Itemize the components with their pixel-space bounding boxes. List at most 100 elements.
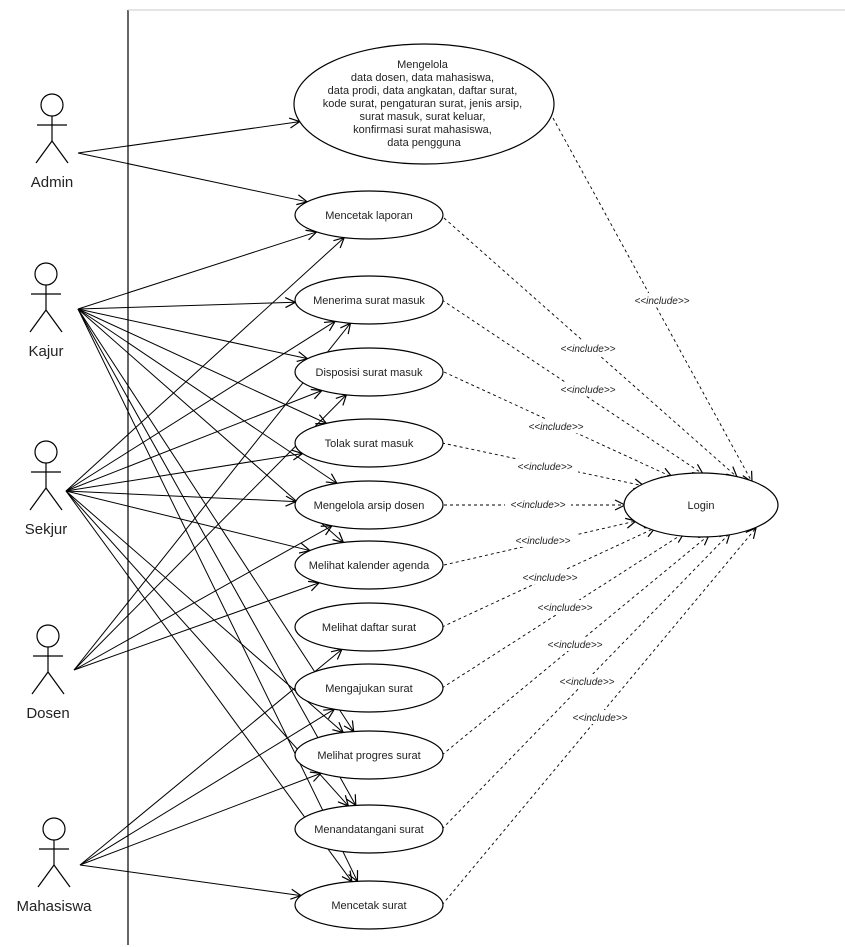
association-line bbox=[79, 709, 334, 866]
association-line bbox=[65, 490, 296, 502]
use-case-mengelola-data[interactable]: Mengelola data dosen, data mahasiswa, da… bbox=[293, 43, 555, 165]
association-line bbox=[77, 308, 337, 483]
use-case-label: Melihat progres surat bbox=[317, 750, 420, 762]
association-line bbox=[77, 308, 356, 805]
actor-label: Mahasiswa bbox=[16, 898, 92, 915]
use-case-tolak-surat-masuk[interactable]: Tolak surat masuk bbox=[294, 418, 444, 468]
actor-dosen[interactable]: Dosen bbox=[26, 624, 70, 722]
include-label-text: <<include>> bbox=[537, 603, 592, 614]
actor-label: Sekjur bbox=[25, 521, 68, 538]
include-label-bg bbox=[510, 533, 576, 547]
actor-label: Admin bbox=[31, 174, 74, 191]
include-label-bg bbox=[555, 382, 621, 396]
use-case-label: Mengajukan surat bbox=[325, 683, 412, 695]
association-line bbox=[77, 308, 326, 423]
include-label-text: <<include>> bbox=[510, 500, 565, 511]
use-case-mencetak-surat[interactable]: Mencetak surat bbox=[294, 880, 444, 930]
use-case-menandatangani-surat[interactable]: Menandatangani surat bbox=[294, 804, 444, 854]
include-label-bg bbox=[517, 570, 583, 584]
association-line bbox=[65, 321, 335, 492]
use-case-text-line: konfirmasi surat mahasiswa, bbox=[353, 124, 492, 136]
use-case-melihat-progres-surat[interactable]: Melihat progres surat bbox=[294, 730, 444, 780]
use-case-mencetak-laporan[interactable]: Mencetak laporan bbox=[294, 190, 444, 240]
include-label-text: <<include>> bbox=[560, 344, 615, 355]
use-case-menerima-surat-masuk[interactable]: Menerima surat masuk bbox=[294, 275, 444, 325]
use-case-mengelola-arsip-dosen[interactable]: Mengelola arsip dosen bbox=[294, 480, 444, 530]
association-line bbox=[77, 308, 354, 732]
association-line bbox=[65, 454, 303, 492]
include-label-bg bbox=[512, 459, 578, 473]
include-label: <<include>> bbox=[629, 293, 695, 307]
include-label-text: <<include>> bbox=[560, 385, 615, 396]
use-case-mengajukan-surat[interactable]: Mengajukan surat bbox=[294, 663, 444, 713]
actor-label: Dosen bbox=[26, 705, 69, 722]
include-label: <<include>> bbox=[510, 533, 576, 547]
actor-label: Kajur bbox=[28, 343, 63, 360]
include-label-text: <<include>> bbox=[517, 462, 572, 473]
include-label-bg bbox=[532, 600, 598, 614]
association-line bbox=[77, 152, 307, 202]
use-case-label: Melihat daftar surat bbox=[322, 622, 416, 634]
use-case-label: Mencetak surat bbox=[331, 900, 406, 912]
svg-text:Mengelola data dosen, da: Mengelola data dosen, data mahasiswa, da… bbox=[323, 59, 525, 149]
include-label: <<include>> bbox=[542, 637, 608, 651]
association-line bbox=[77, 308, 357, 881]
association-line bbox=[73, 526, 332, 671]
include-label-text: <<include>> bbox=[559, 677, 614, 688]
use-case-label: Menandatangani surat bbox=[314, 824, 423, 836]
actor-mahasiswa[interactable]: Mahasiswa bbox=[16, 817, 92, 915]
include-label: <<include>> bbox=[517, 570, 583, 584]
use-case-text-line: Mengelola bbox=[397, 59, 449, 71]
include-label-bg bbox=[505, 497, 571, 511]
include-label-text: <<include>> bbox=[547, 640, 602, 651]
association-line bbox=[65, 490, 352, 882]
association-line bbox=[65, 238, 344, 492]
association-line bbox=[65, 391, 322, 492]
include-label: <<include>> bbox=[523, 419, 589, 433]
association-line bbox=[77, 122, 300, 154]
use-case-label: Menerima surat masuk bbox=[313, 295, 425, 307]
use-case-text-line: data dosen, data mahasiswa, bbox=[351, 72, 494, 84]
association-line bbox=[77, 302, 295, 310]
actor-admin[interactable]: Admin bbox=[31, 93, 74, 191]
include-label-bg bbox=[554, 674, 620, 688]
association-line bbox=[77, 308, 307, 359]
use-case-label: Melihat kalender agenda bbox=[309, 560, 430, 572]
use-case-disposisi-surat-masuk[interactable]: Disposisi surat masuk bbox=[294, 347, 444, 397]
include-lines: <<include>> <<include>> <<include>> <<inclu… bbox=[441, 117, 756, 906]
include-label: <<include>> bbox=[512, 459, 578, 473]
use-case-text-line: kode surat, pengaturan surat, jenis arsi… bbox=[323, 98, 522, 110]
include-label-text: <<include>> bbox=[572, 713, 627, 724]
association-line bbox=[73, 583, 319, 671]
include-label-bg bbox=[567, 710, 633, 724]
include-label: <<include>> bbox=[555, 382, 621, 396]
include-line bbox=[441, 535, 709, 756]
include-label-text: <<include>> bbox=[515, 536, 570, 547]
actor-kajur[interactable]: Kajur bbox=[28, 262, 64, 360]
use-case-login[interactable]: Login bbox=[623, 472, 779, 538]
actor-sekjur[interactable]: Sekjur bbox=[25, 440, 68, 538]
use-case-label: Login bbox=[688, 500, 715, 512]
include-label: <<include>> bbox=[555, 341, 621, 355]
include-line bbox=[441, 528, 756, 906]
association-line bbox=[65, 490, 310, 551]
include-label: <<include>> bbox=[505, 497, 571, 511]
association-line bbox=[77, 232, 317, 310]
include-label: <<include>> bbox=[554, 674, 620, 688]
include-label-bg bbox=[629, 293, 695, 307]
use-case-label: Mencetak laporan bbox=[325, 210, 412, 222]
use-case-melihat-daftar-surat[interactable]: Melihat daftar surat bbox=[294, 602, 444, 652]
use-case-label: Mengelola arsip dosen bbox=[314, 500, 425, 512]
use-case-text-line: data pengguna bbox=[387, 137, 461, 149]
include-line bbox=[443, 217, 737, 477]
use-case-text-line: surat masuk, surat keluar, bbox=[359, 111, 485, 123]
association-line bbox=[79, 773, 321, 866]
use-case-text-line: data prodi, data angkatan, daftar surat, bbox=[328, 85, 518, 97]
include-label: <<include>> bbox=[567, 710, 633, 724]
include-label-bg bbox=[542, 637, 608, 651]
use-case-melihat-kalender-agenda[interactable]: Melihat kalender agenda bbox=[294, 540, 444, 590]
include-label-text: <<include>> bbox=[522, 573, 577, 584]
use-case-label: Disposisi surat masuk bbox=[316, 367, 423, 379]
include-label-text: <<include>> bbox=[528, 422, 583, 433]
